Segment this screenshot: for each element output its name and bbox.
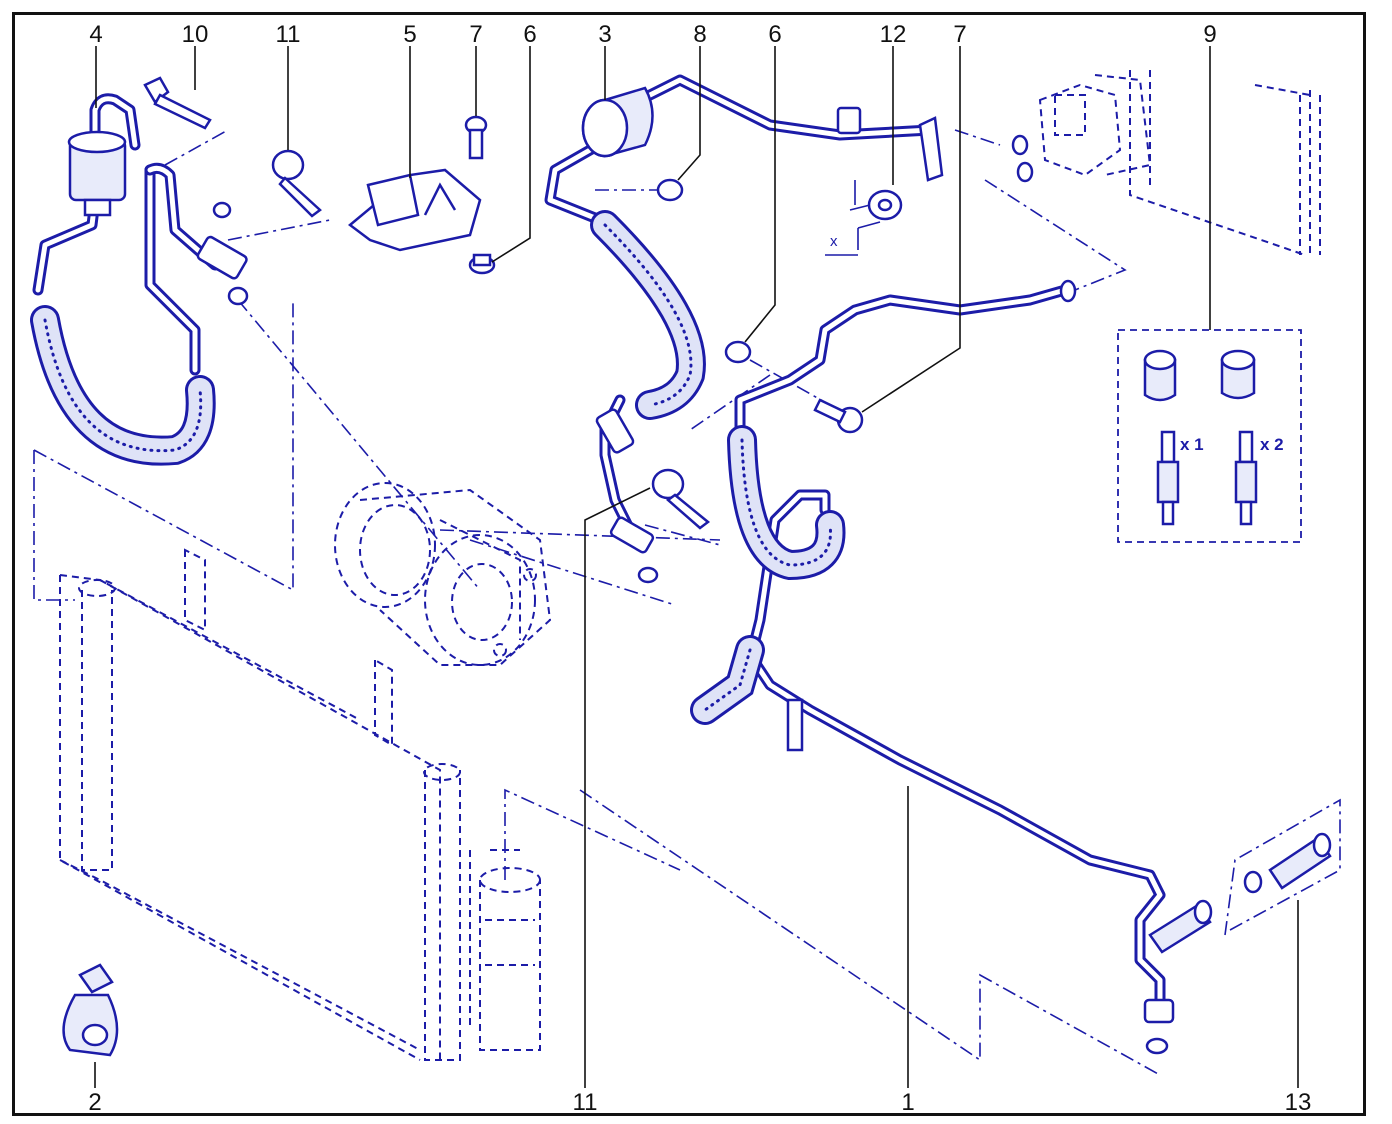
flange-middle — [595, 408, 635, 454]
valve-core-single — [1156, 430, 1180, 526]
callout-3: 3 — [598, 21, 611, 48]
o-ring — [1243, 870, 1263, 894]
dehydrator-bottle-ghost — [469, 788, 681, 1051]
bolt-part-10 — [143, 76, 212, 130]
flange-lower — [609, 516, 655, 554]
callout-4: 4 — [89, 21, 102, 48]
accumulator-part-3 — [581, 86, 654, 158]
valve-cap-plain — [1220, 349, 1256, 400]
bracket-part-5 — [347, 168, 482, 252]
pressure-switch-part-4 — [67, 130, 127, 217]
bolt-part-11-lower — [651, 468, 711, 530]
bolt-part-7-lower — [813, 398, 864, 434]
dimension-x: x — [825, 180, 881, 256]
valve-kit-part-9: x 1 x 2 — [1117, 329, 1302, 543]
compressor-ghost — [334, 482, 552, 666]
callout-6-left: 6 — [523, 21, 536, 48]
o-ring — [1016, 161, 1034, 183]
components — [62, 76, 1332, 1057]
bolt-part-7-upper — [464, 115, 488, 160]
valve-cap-ribbed — [1143, 349, 1177, 402]
callout-2: 2 — [88, 1089, 101, 1116]
dimension-label: x — [830, 233, 838, 250]
coupler-part-13 — [1268, 832, 1332, 890]
flange-bottom — [1143, 998, 1175, 1024]
callout-6-right: 6 — [768, 21, 781, 48]
callout-11-lower: 11 — [573, 1089, 598, 1116]
clip-part-8 — [656, 178, 684, 202]
o-ring — [227, 286, 249, 306]
valve-core-double — [1234, 430, 1258, 526]
expansion-valve-ghost — [1038, 70, 1321, 256]
nut-part-12 — [867, 189, 903, 221]
clip-nut-part-6-right — [724, 340, 752, 364]
clip-nut-part-6-left — [468, 253, 496, 275]
service-valve-cap — [836, 106, 862, 135]
callout-11-upper: 11 — [276, 21, 301, 48]
hoses — [30, 210, 846, 725]
callout-8: 8 — [693, 21, 706, 48]
callout-12: 12 — [880, 21, 907, 48]
alignment-lines — [164, 129, 1341, 1076]
leader-lines — [94, 46, 1299, 1088]
o-ring — [1145, 1037, 1169, 1055]
pipe-clamp — [786, 698, 804, 752]
o-ring — [1011, 134, 1029, 156]
callout-7-lower: 7 — [953, 21, 966, 48]
pipe-bracket — [918, 116, 944, 182]
condenser-ghost — [33, 300, 461, 1061]
callout-5: 5 — [403, 21, 416, 48]
flange-left — [196, 235, 248, 280]
callout-9: 9 — [1203, 21, 1216, 48]
callout-10: 10 — [182, 21, 209, 48]
pipe-end — [1059, 279, 1077, 303]
coupler-on-pipe — [1148, 899, 1213, 954]
o-ring — [637, 566, 659, 584]
qty-one-note: x 1 — [1180, 435, 1204, 454]
seal-kit-bag-part-2 — [62, 963, 119, 1057]
o-ring — [212, 201, 232, 219]
qty-two-note: x 2 — [1260, 435, 1284, 454]
callout-1: 1 — [901, 1089, 914, 1116]
callout-labels: 4 10 11 5 7 6 3 8 6 12 7 9 2 11 1 13 — [88, 21, 1311, 1116]
callout-7-upper: 7 — [469, 21, 482, 48]
callout-13: 13 — [1285, 1089, 1312, 1116]
bolt-part-11-upper — [271, 149, 322, 218]
